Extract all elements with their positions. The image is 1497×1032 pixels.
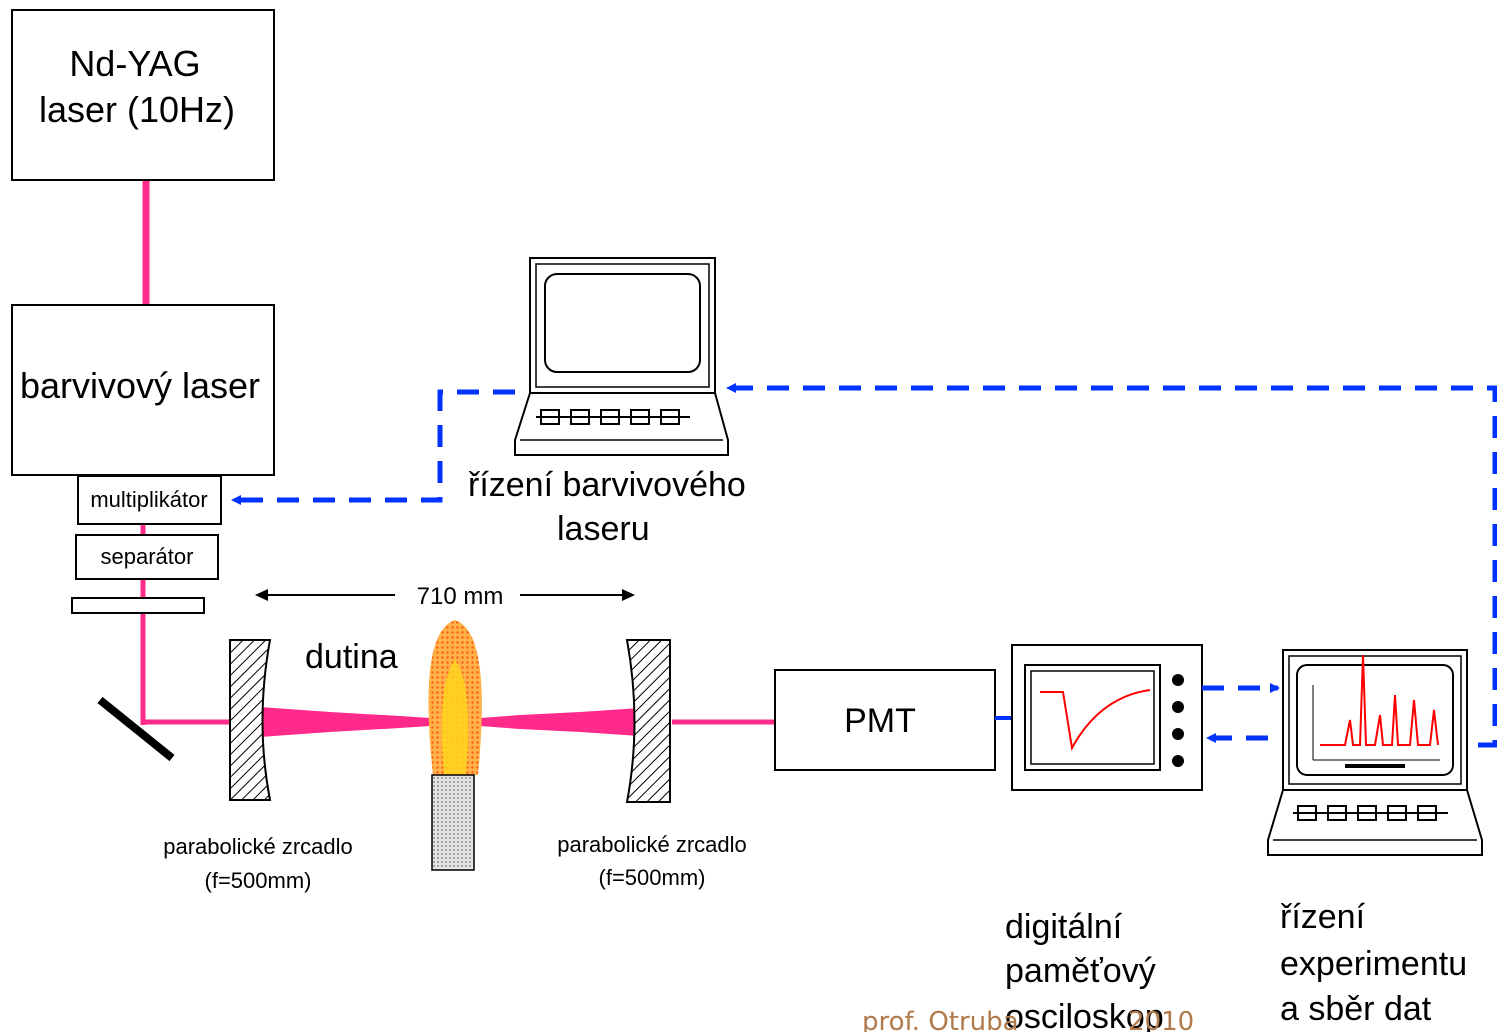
distance-arrow: 710 mm xyxy=(255,583,635,610)
multiplier-box: multiplikátor xyxy=(77,475,222,525)
separator-box: separátor xyxy=(71,534,219,614)
left-parabolic-mirror xyxy=(229,639,272,801)
computer-terminal-icon xyxy=(514,257,729,456)
control-links xyxy=(231,383,1497,748)
mirror-left-label-2: (f=500mm) xyxy=(205,868,312,893)
right-parabolic-mirror xyxy=(625,639,671,803)
filter-plate xyxy=(71,597,205,614)
computer-terminal-icon xyxy=(1267,649,1483,856)
ndyag-label-1: Nd-YAG xyxy=(69,43,200,84)
scope-label-3: osciloskop xyxy=(1005,998,1164,1032)
oscilloscope-icon xyxy=(1011,644,1203,791)
scope-label-1: digitální xyxy=(1005,908,1123,946)
experiment-label-3: a sběr dat xyxy=(1280,990,1432,1028)
ndyag-label-2: laser (10Hz) xyxy=(39,89,235,130)
cavity-label: dutina xyxy=(305,638,398,676)
pmt-label: PMT xyxy=(844,702,916,740)
flat-mirror-icon xyxy=(97,696,175,762)
dye-control-label-1: řízení barvivového xyxy=(468,466,746,504)
dye-laser-label: barvivový laser xyxy=(20,365,260,406)
credit-author: prof. Otruba xyxy=(862,1007,1019,1032)
scope-label-2: paměťový xyxy=(1005,952,1156,990)
experiment-label-1: řízení xyxy=(1280,898,1366,936)
distance-label: 710 mm xyxy=(417,583,504,610)
burner-body xyxy=(431,774,475,871)
dye-control-label-2: laseru xyxy=(557,510,650,548)
multiplier-label: multiplikátor xyxy=(90,487,207,512)
mirror-right-label-1: parabolické zrcadlo xyxy=(557,832,747,857)
credit-year: 2010 xyxy=(1128,1007,1194,1032)
mirror-left-label-1: parabolické zrcadlo xyxy=(163,834,353,859)
ndyag-laser-box: Nd-YAG laser (10Hz) xyxy=(11,9,275,181)
pmt-box: PMT xyxy=(774,669,996,771)
mirror-right-label-2: (f=500mm) xyxy=(599,865,706,890)
separator-label: separátor xyxy=(101,544,194,569)
dye-laser-box: barvivový laser xyxy=(11,304,275,476)
experiment-label-2: experimentu xyxy=(1280,945,1467,983)
flame-icon xyxy=(428,620,482,871)
